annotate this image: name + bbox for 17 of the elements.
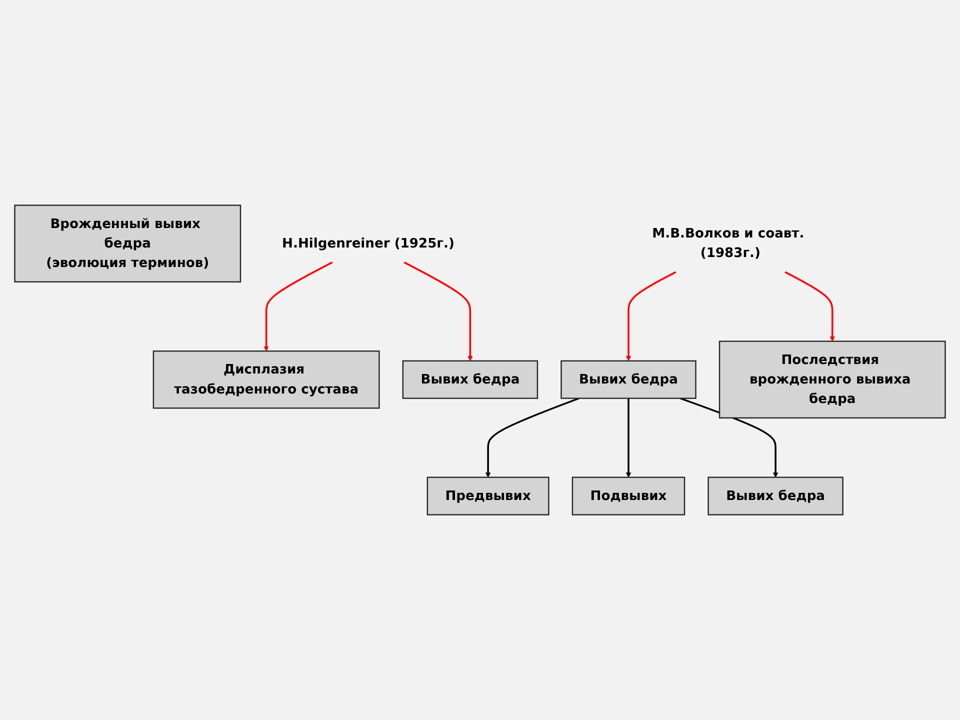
arrow [404,262,473,362]
arrow [680,397,778,478]
node-box: Предвывих [426,476,550,516]
node-box: Вывих бедра [402,360,538,399]
arrow [784,271,835,342]
node-box: Вывих бедра [560,360,696,399]
node-box: Вывих бедра [708,476,844,516]
arrow [626,271,676,362]
node-box: Врожденный вывих бедра (эволюция терминов) [14,204,242,282]
node-box: Подвывих [572,476,686,516]
node-box: Дисплазия тазобедренного сустава [152,350,380,409]
node-text: H.Hilgenreiner (1925г.) [282,236,454,251]
node-text: М.В.Волков и соавт. (1983г.) [652,226,804,261]
arrow [264,262,333,352]
arrow [485,397,580,478]
node-box: Последствия врожденного вывиха бедра [718,340,946,419]
arrow [626,398,632,478]
